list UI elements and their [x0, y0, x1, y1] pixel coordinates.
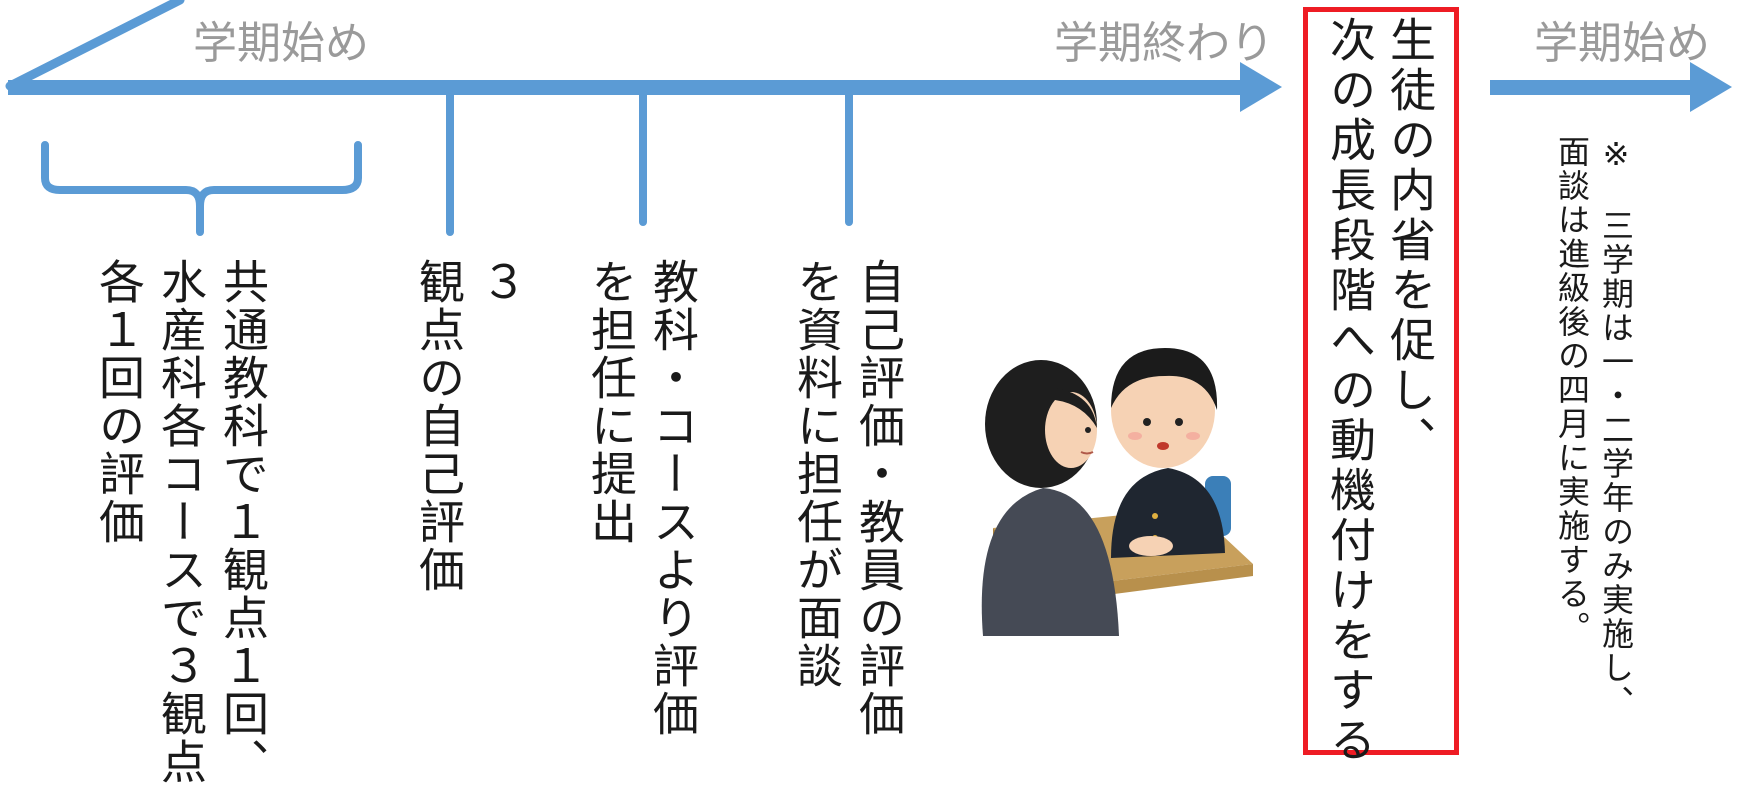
timeline-diagram [5, 0, 1732, 236]
third-term-note: ※ 三学期は一・二学年のみ実施し、 面談は進級後の四月に実施する。 [1553, 135, 1635, 719]
step-submit-to-homeroom: 教科・コースより評価 を担任に提出 [584, 258, 700, 738]
interview-illustration [981, 348, 1253, 636]
semester-start-label: 学期始め [193, 18, 369, 69]
timeline-arrowhead [1240, 62, 1282, 112]
goal-highlight-box [1303, 7, 1459, 755]
period-brace [41, 141, 362, 236]
step-subject-evaluations: 共通教科で１観点１回、 水産科各コースで３観点 各１回の評価 [92, 258, 270, 786]
next-semester-start-label: 学期始め [1534, 18, 1710, 69]
step-self-evaluation: ３ 観点の自己評価 [412, 258, 528, 594]
semester-end-label: 学期終わり [1054, 18, 1274, 69]
timeline-shaft [8, 80, 1248, 95]
next-term-arrowhead [1690, 62, 1732, 112]
step-homeroom-interview: 自己評価・教員の評価 を資料に担任が面談 [790, 258, 906, 738]
diagonal-line [5, 0, 185, 91]
goal-text: 生徒の内省を促し、 次の成長段階への動機付けをする [1323, 16, 1437, 766]
next-term-arrow-shaft [1490, 80, 1698, 95]
